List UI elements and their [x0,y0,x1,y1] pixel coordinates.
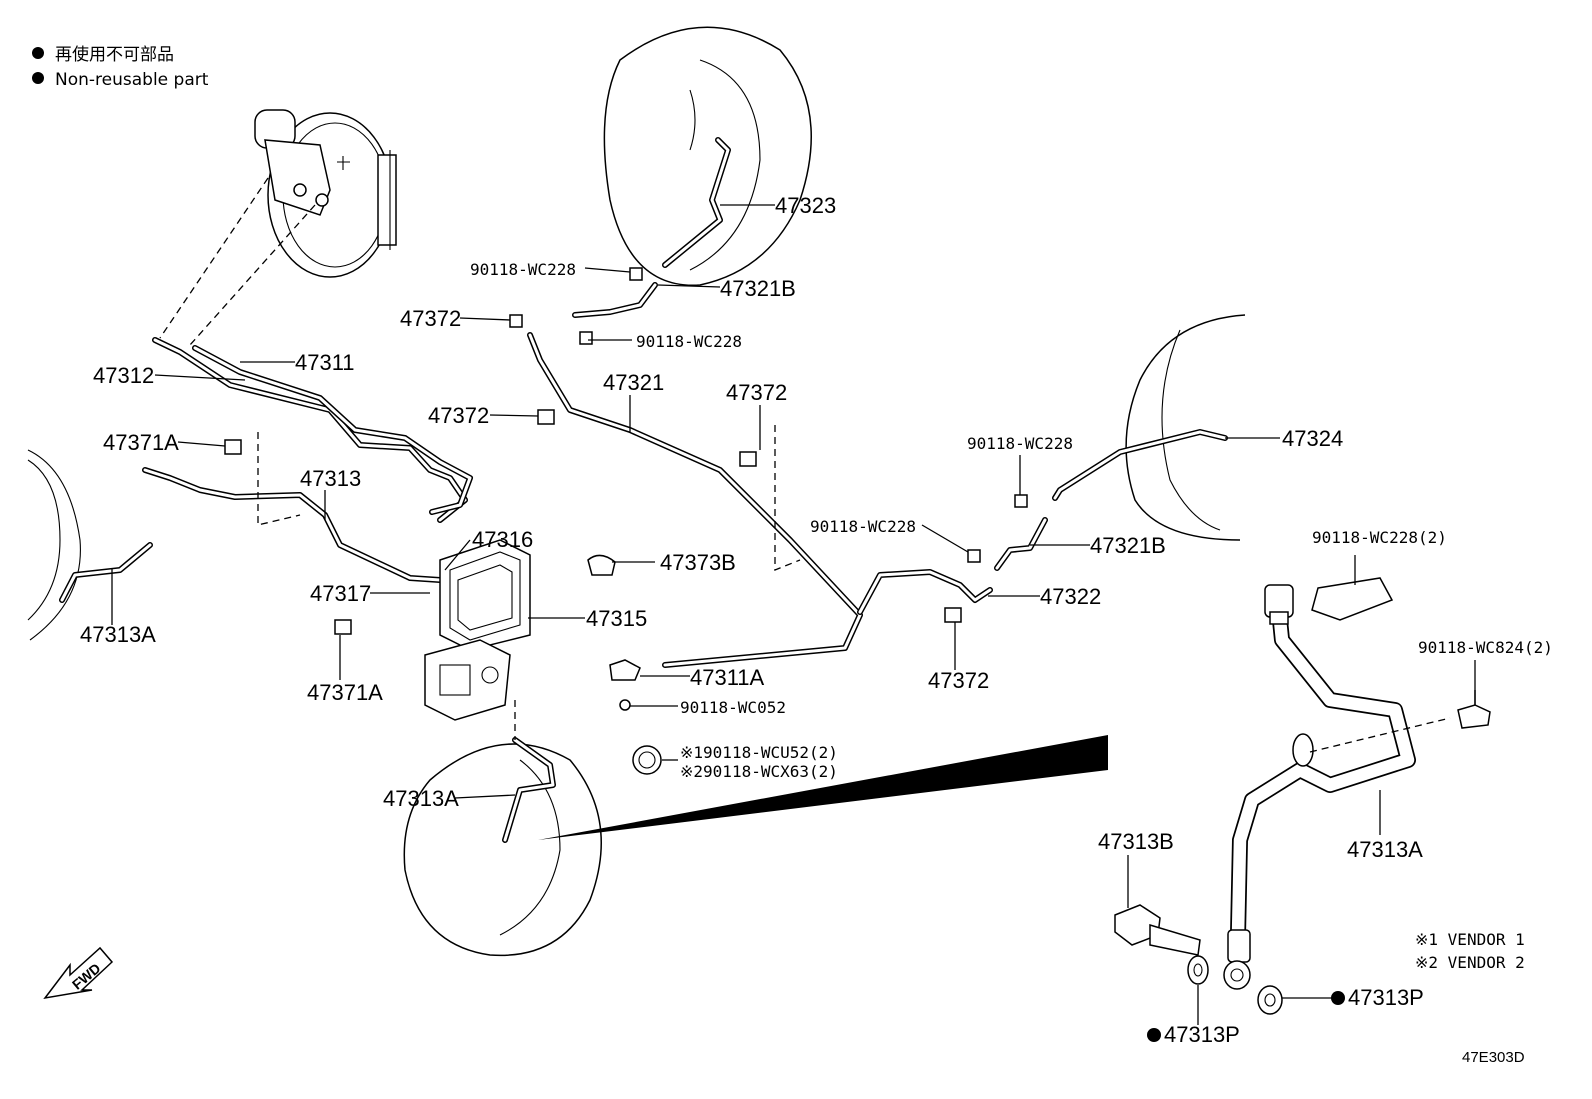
part-label-90118-WCX63[interactable]: ※290118-WCX63(2) [680,762,838,781]
part-label-90118-WC824-2[interactable]: 90118-WC824(2) [1418,638,1553,657]
part-label-90118-WCU52[interactable]: ※190118-WCU52(2) [680,743,838,762]
part-label-47313A[interactable]: 47313A [1347,837,1423,862]
fwd-arrow-icon [43,946,114,1000]
part-label-47313A[interactable]: 47313A [80,622,156,647]
wheel-left-illustration [27,449,81,641]
legend: 再使用不可部品 Non-reusable part [32,44,209,90]
part-label-47371A[interactable]: 47371A [103,430,179,455]
part-label-47315[interactable]: 47315 [586,606,647,631]
part-label-47372[interactable]: 47372 [428,403,489,428]
wheel-bottom-illustration [403,743,602,957]
part-label-47321B[interactable]: 47321B [1090,533,1166,558]
non-reusable-bullet-icon [32,47,44,59]
part-label-47324[interactable]: 47324 [1282,426,1343,451]
legend-japanese: 再使用不可部品 [55,44,174,65]
vendor-note-1: ※1 VENDOR 1 [1415,930,1525,949]
part-label-47311[interactable]: 47311 [295,350,355,375]
brake-pipes [59,282,1048,843]
part-label-90118-WC052[interactable]: 90118-WC052 [680,698,786,717]
part-label-47316[interactable]: 47316 [472,527,533,552]
detail-hose-illustration [1114,577,1491,1015]
wheel-right-illustration [1125,314,1246,541]
dash-leader [774,425,801,571]
part-label-90118-WC228[interactable]: 90118-WC228 [470,260,576,279]
non-reusable-bullet-icon [1147,1028,1161,1042]
dash-leader [189,204,316,346]
dash-leader [1309,717,1451,753]
dash-leader [257,432,301,526]
part-label-47313[interactable]: 47313 [300,466,361,491]
part-label-47372[interactable]: 47372 [726,380,787,405]
detail-pointer-wedge [538,735,1108,840]
dash-leader [159,177,269,339]
legend-english: Non-reusable part [55,70,209,90]
part-label-90118-WC228[interactable]: 90118-WC228 [810,517,916,536]
part-label-47372[interactable]: 47372 [400,306,461,331]
diagram-code: 47E303D [1462,1049,1525,1066]
abs-actuator-illustration [424,539,531,721]
part-labels: 47323 47321B 90118-WC228 90118-WC228 473… [80,193,1553,1047]
part-label-47312[interactable]: 47312 [93,363,154,388]
non-reusable-bullet-icon [1331,991,1345,1005]
part-label-90118-WC228-2[interactable]: 90118-WC228(2) [1312,528,1447,547]
part-label-47317[interactable]: 47317 [310,581,371,606]
part-label-47321B[interactable]: 47321B [720,276,796,301]
part-label-47322[interactable]: 47322 [1040,584,1101,609]
clip-icons [224,267,1028,775]
part-label-47373B[interactable]: 47373B [660,550,736,575]
part-label-90118-WC228[interactable]: 90118-WC228 [967,434,1073,453]
leader-lines [111,204,1476,1025]
vendor-note-2: ※2 VENDOR 2 [1415,953,1525,972]
part-label-47313A[interactable]: 47313A [383,786,459,811]
part-label-47321[interactable]: 47321 [603,370,664,395]
vendor-notes: ※1 VENDOR 1 ※2 VENDOR 2 [1415,930,1525,972]
non-reusable-bullet-icon [32,72,44,84]
part-label-47313P[interactable]: 47313P [1164,1022,1240,1047]
part-label-47372[interactable]: 47372 [928,668,989,693]
fwd-arrow: FWD [43,946,114,1000]
brake-booster-illustration [254,109,397,278]
part-label-47311A[interactable]: 47311A [690,665,765,690]
part-label-47313P[interactable]: 47313P [1348,985,1424,1010]
part-label-47313B[interactable]: 47313B [1098,829,1174,854]
part-label-90118-WC228[interactable]: 90118-WC228 [636,332,742,351]
wheel-top-illustration [603,26,812,286]
part-label-47323[interactable]: 47323 [775,193,836,218]
part-label-47371A[interactable]: 47371A [307,680,383,705]
